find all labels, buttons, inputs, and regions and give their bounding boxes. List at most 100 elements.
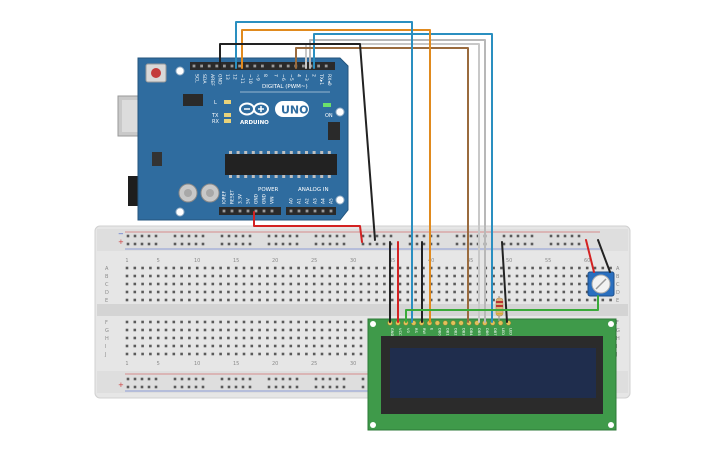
- breadboard-hole[interactable]: [281, 328, 285, 332]
- header-pin[interactable]: [329, 209, 333, 213]
- breadboard-hole[interactable]: [133, 344, 137, 348]
- rail-hole[interactable]: [288, 242, 292, 246]
- rail-hole[interactable]: [227, 234, 231, 238]
- breadboard-hole[interactable]: [328, 344, 332, 348]
- breadboard-hole[interactable]: [312, 328, 316, 332]
- breadboard-hole[interactable]: [125, 274, 129, 278]
- breadboard-hole[interactable]: [273, 266, 277, 270]
- rail-hole[interactable]: [147, 242, 151, 246]
- breadboard-hole[interactable]: [351, 290, 355, 294]
- breadboard-hole[interactable]: [312, 344, 316, 348]
- breadboard-hole[interactable]: [305, 282, 308, 286]
- breadboard-hole[interactable]: [227, 274, 230, 278]
- breadboard-hole[interactable]: [195, 282, 199, 286]
- rail-hole[interactable]: [133, 234, 137, 238]
- breadboard-hole[interactable]: [320, 266, 324, 270]
- header-pin[interactable]: [254, 209, 258, 213]
- breadboard-hole[interactable]: [156, 344, 160, 348]
- lcd-pin[interactable]: [498, 320, 504, 326]
- breadboard-hole[interactable]: [344, 344, 347, 348]
- wire-black-lcd-led[interactable]: [501, 241, 508, 323]
- breadboard-hole[interactable]: [297, 320, 300, 324]
- rail-hole[interactable]: [227, 377, 231, 381]
- breadboard-hole[interactable]: [445, 290, 449, 294]
- breadboard-hole[interactable]: [351, 352, 355, 356]
- breadboard-hole[interactable]: [250, 352, 254, 356]
- breadboard-hole[interactable]: [344, 266, 347, 270]
- rail-hole[interactable]: [248, 385, 252, 389]
- rail-hole[interactable]: [295, 242, 299, 246]
- rail-hole[interactable]: [173, 234, 177, 238]
- breadboard-hole[interactable]: [234, 344, 238, 348]
- breadboard-hole[interactable]: [390, 274, 394, 278]
- rail-hole[interactable]: [241, 242, 245, 246]
- breadboard-hole[interactable]: [359, 352, 363, 356]
- breadboard-hole[interactable]: [250, 266, 254, 270]
- wire-grey-d5[interactable]: [309, 39, 486, 323]
- rail-hole[interactable]: [342, 377, 346, 381]
- breadboard-hole[interactable]: [234, 298, 238, 302]
- rail-hole[interactable]: [133, 385, 137, 389]
- rail-hole[interactable]: [314, 234, 318, 238]
- breadboard-hole[interactable]: [585, 274, 589, 278]
- breadboard-hole[interactable]: [242, 298, 246, 302]
- breadboard-hole[interactable]: [266, 320, 269, 324]
- breadboard-hole[interactable]: [211, 336, 215, 340]
- breadboard-hole[interactable]: [351, 320, 355, 324]
- breadboard-hole[interactable]: [375, 266, 378, 270]
- rail-hole[interactable]: [126, 242, 130, 246]
- rail-hole[interactable]: [455, 242, 459, 246]
- rail-hole[interactable]: [361, 385, 365, 389]
- breadboard-hole[interactable]: [367, 282, 371, 286]
- header-pin[interactable]: [313, 209, 317, 213]
- rail-hole[interactable]: [154, 234, 158, 238]
- header-pin[interactable]: [261, 64, 264, 68]
- breadboard-hole[interactable]: [133, 320, 137, 324]
- breadboard-hole[interactable]: [375, 274, 378, 278]
- rail-hole[interactable]: [502, 242, 506, 246]
- breadboard-hole[interactable]: [523, 290, 527, 294]
- breadboard-hole[interactable]: [289, 290, 293, 294]
- rail-hole[interactable]: [220, 377, 224, 381]
- breadboard-hole[interactable]: [188, 298, 191, 302]
- breadboard-hole[interactable]: [180, 352, 183, 356]
- breadboard-hole[interactable]: [141, 290, 144, 294]
- rail-hole[interactable]: [187, 234, 191, 238]
- rail-hole[interactable]: [577, 242, 581, 246]
- breadboard-hole[interactable]: [507, 274, 511, 278]
- breadboard-hole[interactable]: [149, 336, 152, 340]
- breadboard-hole[interactable]: [351, 344, 355, 348]
- breadboard-hole[interactable]: [328, 274, 332, 278]
- breadboard-hole[interactable]: [164, 282, 168, 286]
- breadboard-hole[interactable]: [578, 290, 581, 294]
- rail-hole[interactable]: [140, 385, 144, 389]
- header-pin[interactable]: [238, 64, 241, 68]
- breadboard-hole[interactable]: [195, 274, 199, 278]
- rail-hole[interactable]: [342, 242, 346, 246]
- breadboard-hole[interactable]: [523, 298, 527, 302]
- breadboard-hole[interactable]: [266, 298, 269, 302]
- breadboard-hole[interactable]: [422, 282, 425, 286]
- rail-hole[interactable]: [220, 234, 224, 238]
- breadboard-hole[interactable]: [562, 274, 566, 278]
- breadboard-hole[interactable]: [445, 282, 449, 286]
- breadboard-hole[interactable]: [266, 344, 269, 348]
- breadboard-hole[interactable]: [172, 328, 176, 332]
- rail-hole[interactable]: [335, 385, 339, 389]
- breadboard-hole[interactable]: [149, 282, 152, 286]
- breadboard-hole[interactable]: [203, 298, 207, 302]
- rail-hole[interactable]: [314, 385, 318, 389]
- breadboard-hole[interactable]: [578, 274, 581, 278]
- breadboard-hole[interactable]: [546, 266, 550, 270]
- breadboard-hole[interactable]: [367, 274, 371, 278]
- breadboard-hole[interactable]: [328, 328, 332, 332]
- rail-hole[interactable]: [469, 234, 473, 238]
- breadboard-hole[interactable]: [312, 282, 316, 286]
- breadboard-hole[interactable]: [375, 290, 378, 294]
- breadboard-hole[interactable]: [344, 274, 347, 278]
- wire-orange-d11[interactable]: [241, 29, 431, 323]
- rail-hole[interactable]: [201, 242, 205, 246]
- breadboard-hole[interactable]: [203, 336, 207, 340]
- breadboard-hole[interactable]: [258, 298, 261, 302]
